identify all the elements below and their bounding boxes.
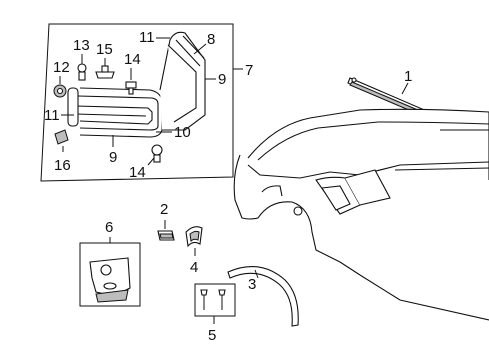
callout-14-top: 14 bbox=[124, 51, 141, 68]
leader-1 bbox=[401, 82, 409, 95]
part-4-bracket bbox=[185, 226, 203, 248]
part-15-bolt bbox=[95, 65, 115, 79]
group-box-6 bbox=[79, 242, 141, 307]
leader-8 bbox=[193, 43, 207, 55]
part-5-screws bbox=[200, 289, 226, 310]
part-14-screw-top bbox=[125, 81, 137, 95]
leader-3 bbox=[254, 269, 259, 279]
callout-11-left: 11 bbox=[44, 107, 60, 124]
part-2-clip bbox=[157, 230, 175, 241]
group-box-5 bbox=[194, 283, 236, 317]
callout-3: 3 bbox=[248, 276, 256, 293]
callout-7: 7 bbox=[245, 62, 253, 79]
part-16-cap bbox=[54, 129, 69, 145]
part-12-nut bbox=[53, 84, 67, 98]
callout-8: 8 bbox=[207, 31, 215, 48]
callout-9-bottom: 9 bbox=[109, 149, 117, 166]
callout-12: 12 bbox=[53, 59, 70, 76]
group-box-7 bbox=[40, 23, 234, 182]
callout-6: 6 bbox=[105, 219, 113, 236]
callout-4: 4 bbox=[190, 259, 198, 276]
part-13-pin bbox=[77, 63, 87, 81]
truck-body bbox=[233, 108, 489, 321]
callout-15: 15 bbox=[96, 41, 113, 58]
part-14-screw-bottom bbox=[151, 144, 163, 163]
callout-1: 1 bbox=[404, 68, 412, 85]
part-3-fender-flare bbox=[227, 266, 299, 327]
callout-10: 10 bbox=[174, 124, 191, 141]
callout-9-right: 9 bbox=[218, 71, 226, 88]
leader-14-bottom bbox=[147, 157, 155, 166]
callout-14-bottom: 14 bbox=[129, 164, 146, 181]
part-6-mud-flap bbox=[89, 257, 131, 303]
callout-2: 2 bbox=[160, 201, 168, 218]
callout-5: 5 bbox=[208, 327, 216, 344]
callout-16: 16 bbox=[54, 157, 71, 174]
callout-11-top: 11 bbox=[139, 29, 155, 46]
bed-extender bbox=[67, 31, 206, 138]
callout-13: 13 bbox=[73, 37, 90, 54]
